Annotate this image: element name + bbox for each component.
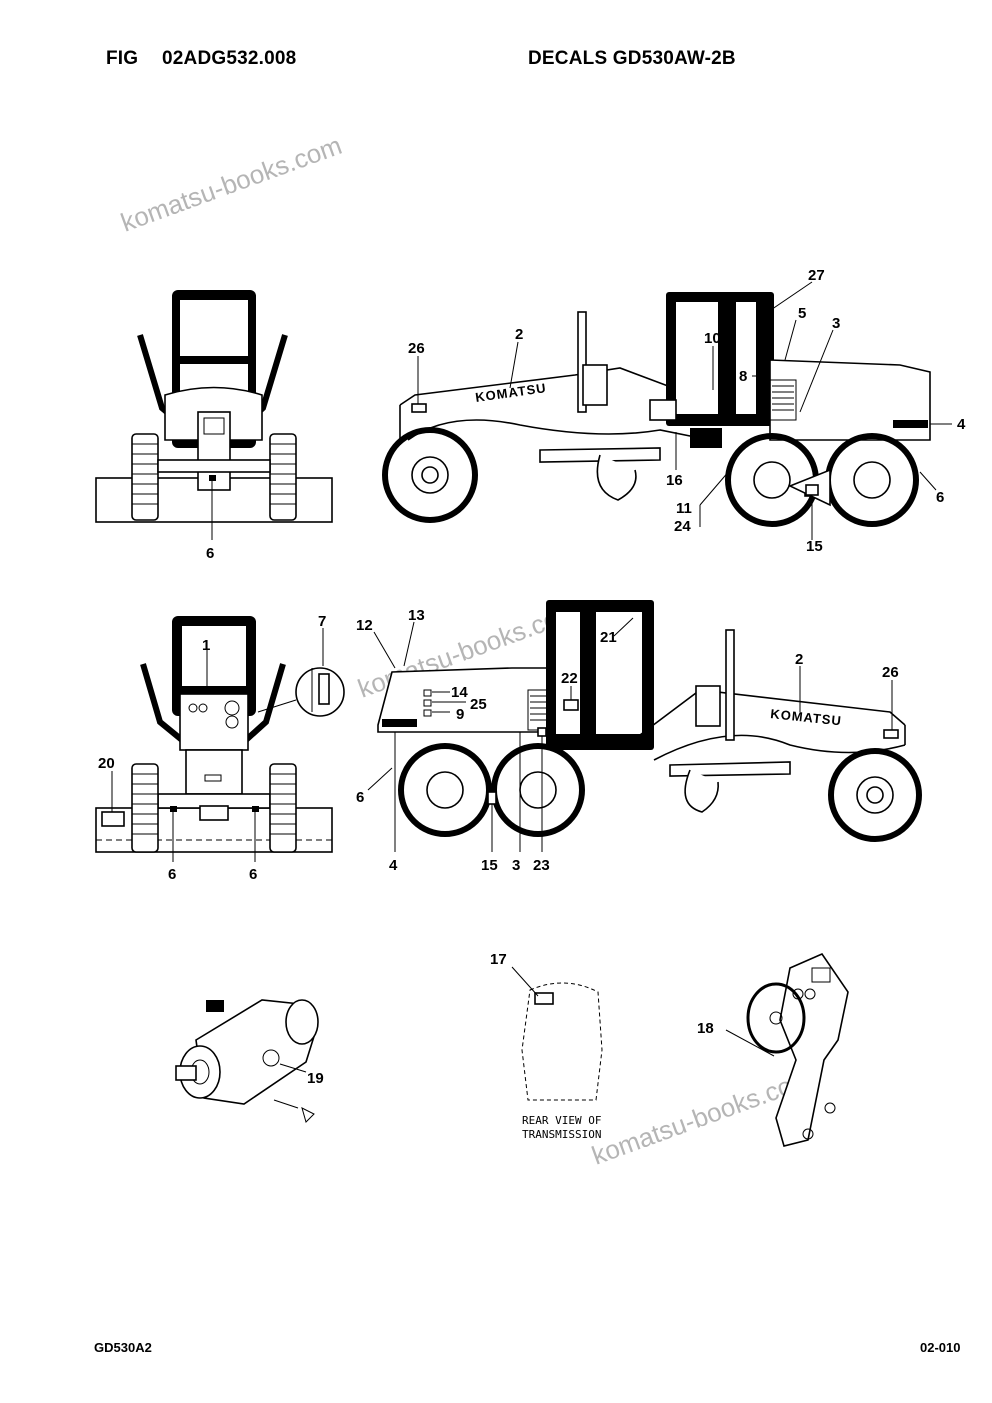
callout-19: 19 bbox=[307, 1070, 324, 1087]
callout-8: 8 bbox=[739, 368, 747, 385]
callout-11: 11 bbox=[676, 500, 692, 517]
callout-26b: 26 bbox=[882, 664, 899, 681]
callout-17: 17 bbox=[490, 951, 507, 968]
pump-assembly bbox=[175, 999, 319, 1123]
callout-6: 6 bbox=[206, 545, 214, 562]
steering-column-assembly bbox=[725, 953, 849, 1147]
callout-26: 26 bbox=[408, 340, 425, 357]
brand-logo-2: KOMATSU bbox=[770, 706, 843, 728]
footer-page-number: 02-010 bbox=[920, 1340, 961, 1355]
callout-6c: 6 bbox=[168, 866, 176, 883]
watermark-1: komatsu-books.com bbox=[117, 130, 346, 238]
callout-6b: 6 bbox=[936, 489, 944, 506]
leader-lines-1 bbox=[417, 281, 952, 540]
transmission-rear-view bbox=[511, 966, 603, 1101]
transmission-caption-line1: REAR VIEW OF bbox=[522, 1114, 601, 1127]
callout-6d: 6 bbox=[249, 866, 257, 883]
callout-21: 21 bbox=[600, 629, 617, 646]
callout-4b: 4 bbox=[389, 857, 398, 874]
fig-code: 02ADG532.008 bbox=[162, 48, 297, 69]
callout-5: 5 bbox=[798, 305, 806, 322]
fig-label: FIG bbox=[106, 48, 139, 69]
callout-16: 16 bbox=[666, 472, 683, 489]
callout-24: 24 bbox=[674, 518, 691, 535]
callout-2: 2 bbox=[515, 326, 523, 343]
rear-view-machine bbox=[95, 616, 345, 853]
callout-3b: 3 bbox=[512, 857, 520, 874]
callout-10: 10 bbox=[704, 330, 721, 347]
callout-12: 12 bbox=[356, 617, 373, 634]
callout-2b: 2 bbox=[795, 651, 803, 668]
callout-22: 22 bbox=[561, 670, 578, 687]
callout-23: 23 bbox=[533, 857, 550, 874]
side-view-machine-2 bbox=[377, 600, 922, 842]
callout-1: 1 bbox=[202, 637, 210, 654]
callout-13: 13 bbox=[408, 607, 425, 624]
callout-9: 9 bbox=[456, 706, 464, 723]
callout-15b: 15 bbox=[481, 857, 498, 874]
callout-15: 15 bbox=[806, 538, 823, 555]
transmission-caption-line2: TRANSMISSION bbox=[522, 1128, 601, 1141]
side-view-machine-1 bbox=[382, 292, 931, 527]
callout-27: 27 bbox=[808, 267, 825, 284]
callout-25: 25 bbox=[470, 696, 487, 713]
callout-20: 20 bbox=[98, 755, 115, 772]
front-view-machine bbox=[95, 290, 333, 540]
page-title: DECALS GD530AW-2B bbox=[528, 48, 736, 69]
callout-18: 18 bbox=[697, 1020, 714, 1037]
leader-lines-3 bbox=[367, 617, 893, 852]
footer-model: GD530A2 bbox=[94, 1340, 152, 1355]
callout-4: 4 bbox=[957, 416, 966, 433]
leader-lines-2 bbox=[111, 628, 324, 862]
callout-3: 3 bbox=[832, 315, 840, 332]
callout-7: 7 bbox=[318, 613, 326, 630]
callout-14: 14 bbox=[451, 684, 468, 701]
callout-6e: 6 bbox=[356, 789, 364, 806]
